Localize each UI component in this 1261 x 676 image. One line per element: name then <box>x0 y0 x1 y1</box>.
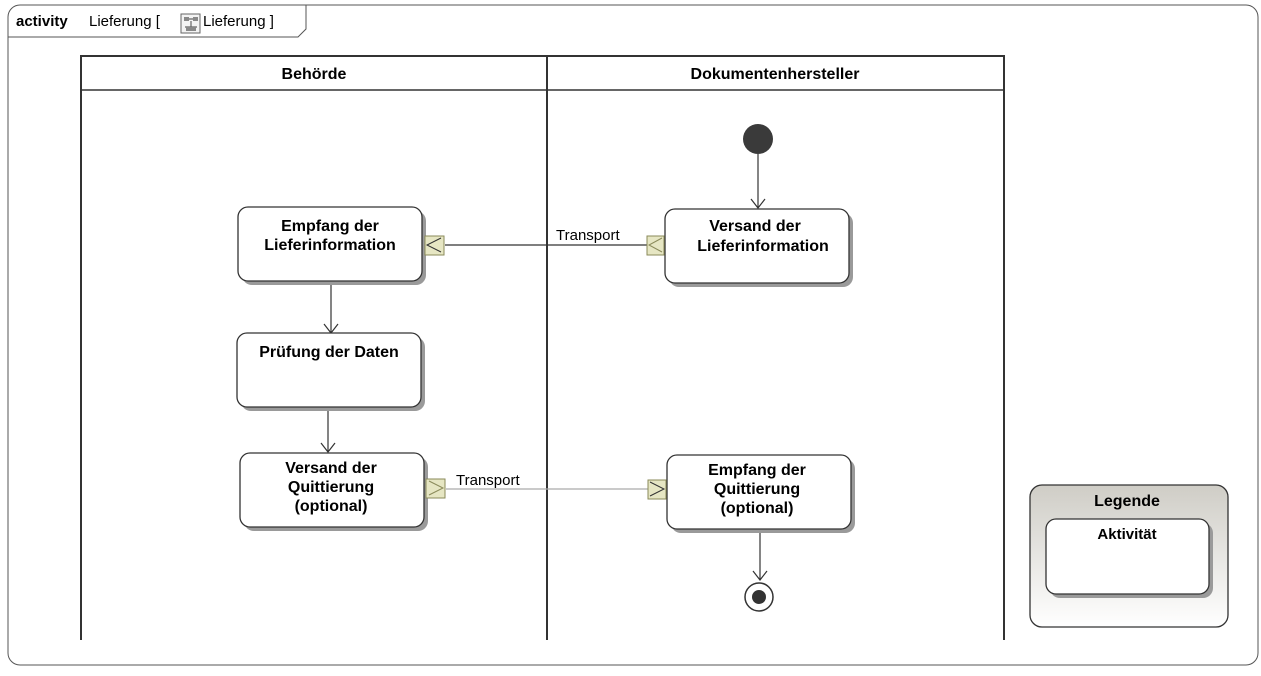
action-empfang-quittierung[interactable]: Empfang der Quittierung (optional) <box>666 454 855 533</box>
output-pin-versand-lieferinformation <box>646 235 665 256</box>
lane-header-behoerde: Behörde <box>282 66 347 83</box>
flow-label-transport-1: Transport <box>556 227 620 244</box>
activity-ref-icon <box>180 13 201 34</box>
action-pruefung-der-daten[interactable]: Prüfung der Daten <box>236 332 425 411</box>
legend-box: Legende Aktivität <box>1029 484 1229 628</box>
action-label: Quittierung <box>714 481 800 498</box>
action-label: Lieferinformation <box>264 237 396 254</box>
output-pin-versand-quittierung <box>425 478 446 499</box>
action-label: Empfang der <box>708 462 806 479</box>
activity-final-node <box>744 582 774 612</box>
action-label: Empfang der <box>281 218 379 235</box>
action-empfang-lieferinformation[interactable]: Empfang der Lieferinformation <box>237 206 426 285</box>
initial-node <box>743 124 773 154</box>
action-label: Prüfung der Daten <box>259 344 399 361</box>
legend-title: Legende <box>1094 493 1160 510</box>
flow-label-transport-2: Transport <box>456 472 520 489</box>
input-pin-empfang-quittierung <box>647 479 667 500</box>
legend-item-aktivitaet: Aktivität <box>1097 526 1156 543</box>
action-label: Lieferinformation <box>697 238 829 255</box>
action-versand-lieferinformation[interactable]: Versand der Lieferinformation <box>664 208 853 287</box>
frame-heading-tab <box>8 5 307 38</box>
frame-keyword: activity <box>16 13 68 30</box>
input-pin-empfang-lieferinformation <box>424 235 445 256</box>
action-label: (optional) <box>721 500 794 517</box>
action-label: Quittierung <box>288 479 374 496</box>
action-versand-quittierung[interactable]: Versand der Quittierung (optional) <box>239 452 428 531</box>
lane-header-dokumentenhersteller: Dokumentenhersteller <box>691 66 860 83</box>
action-label: (optional) <box>295 498 368 515</box>
frame-ref-name: Lieferung ] <box>203 13 274 30</box>
swimlanes <box>80 55 1005 640</box>
action-label: Versand der <box>709 218 801 235</box>
action-label: Versand der <box>285 460 377 477</box>
frame-name: Lieferung [ <box>89 13 161 30</box>
